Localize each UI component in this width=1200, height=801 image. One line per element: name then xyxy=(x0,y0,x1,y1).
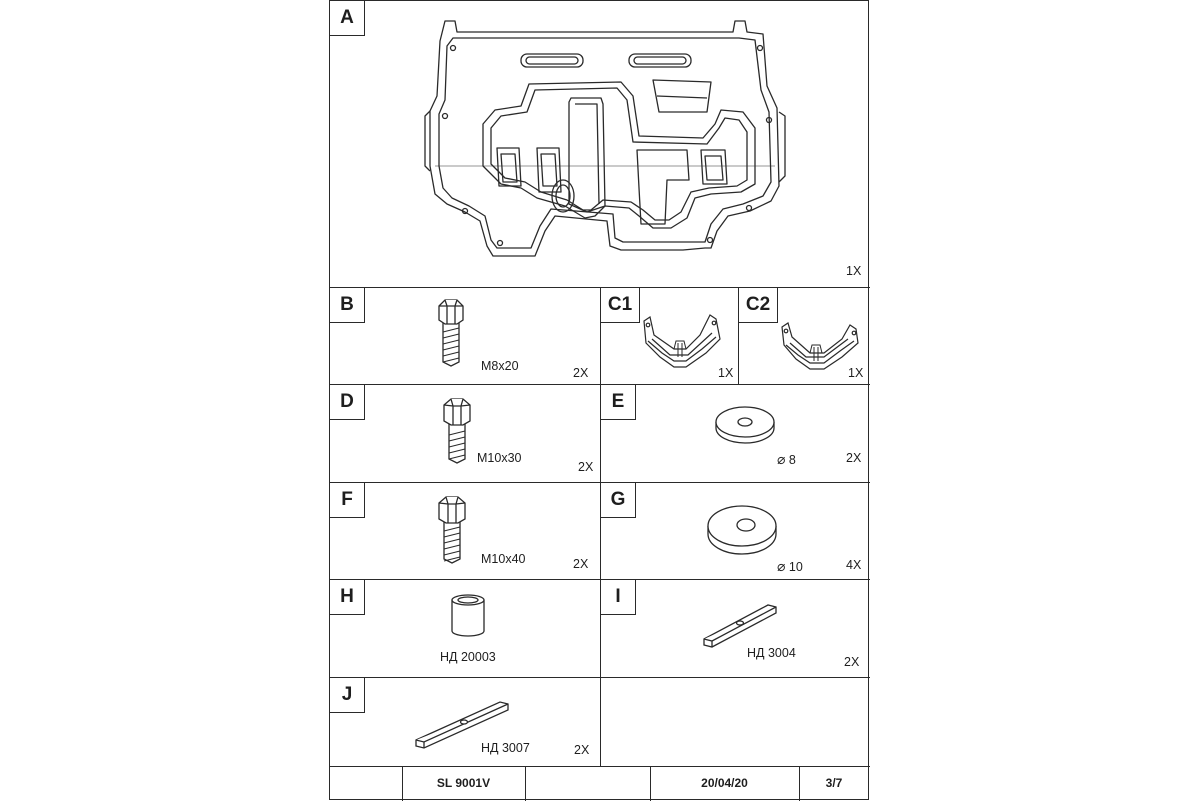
plate-strip-icon xyxy=(700,599,780,651)
washer-diameter-e-value: 8 xyxy=(788,453,796,467)
part-qty-c2: 1X xyxy=(848,366,864,380)
part-label-h: H xyxy=(329,579,365,615)
part-label-e: E xyxy=(600,384,636,420)
spacer-code-h: НД 20003 xyxy=(440,650,496,664)
washer-icon xyxy=(705,501,780,556)
part-label-j: J xyxy=(329,677,365,713)
spacer-sleeve-icon xyxy=(448,593,488,639)
skid-plate-drawing xyxy=(425,16,795,271)
part-qty-b: 2X xyxy=(573,366,589,380)
part-qty-e: 2X xyxy=(846,451,862,465)
bracket-c1-drawing xyxy=(640,311,725,371)
part-qty-f: 2X xyxy=(573,557,589,571)
bolt-icon xyxy=(442,397,472,465)
washer-diameter-e: ⌀ 8 xyxy=(777,451,796,468)
divider xyxy=(600,287,601,766)
diameter-icon: ⌀ xyxy=(777,451,786,467)
footer-date: 20/04/20 xyxy=(701,776,748,790)
part-label-c2: C2 xyxy=(738,287,778,323)
bracket-c2-drawing xyxy=(778,319,863,374)
washer-diameter-g-value: 10 xyxy=(788,560,803,574)
parts-sheet: A xyxy=(329,0,870,801)
part-label-a: A xyxy=(329,0,365,36)
part-qty-j: 2X xyxy=(574,743,590,757)
washer-icon xyxy=(713,404,778,446)
divider xyxy=(650,766,651,801)
bolt-icon xyxy=(437,495,467,565)
divider xyxy=(525,766,526,801)
part-label-c1: C1 xyxy=(600,287,640,323)
plate-code-i: НД 3004 xyxy=(747,646,796,660)
part-qty-a: 1X xyxy=(846,264,862,278)
divider xyxy=(402,766,403,801)
footer-page: 3/7 xyxy=(825,776,843,790)
divider xyxy=(738,287,739,384)
bolt-icon xyxy=(437,298,465,368)
footer-model: SL 9001V xyxy=(436,776,491,790)
part-qty-g: 4X xyxy=(846,558,862,572)
part-label-f: F xyxy=(329,482,365,518)
plate-strip-icon xyxy=(412,696,512,750)
bolt-size-f: M10x40 xyxy=(481,552,526,566)
bolt-size-b: M8x20 xyxy=(481,359,519,373)
part-label-i: I xyxy=(600,579,636,615)
washer-diameter-g: ⌀ 10 xyxy=(777,558,803,575)
divider xyxy=(330,766,870,767)
part-qty-i: 2X xyxy=(844,655,860,669)
bolt-size-d: M10x30 xyxy=(477,451,522,465)
plate-code-j: НД 3007 xyxy=(481,741,530,755)
diameter-icon: ⌀ xyxy=(777,558,786,574)
part-qty-c1: 1X xyxy=(718,366,734,380)
part-label-b: B xyxy=(329,287,365,323)
divider xyxy=(799,766,800,801)
part-qty-d: 2X xyxy=(578,460,594,474)
part-label-g: G xyxy=(600,482,636,518)
part-label-d: D xyxy=(329,384,365,420)
